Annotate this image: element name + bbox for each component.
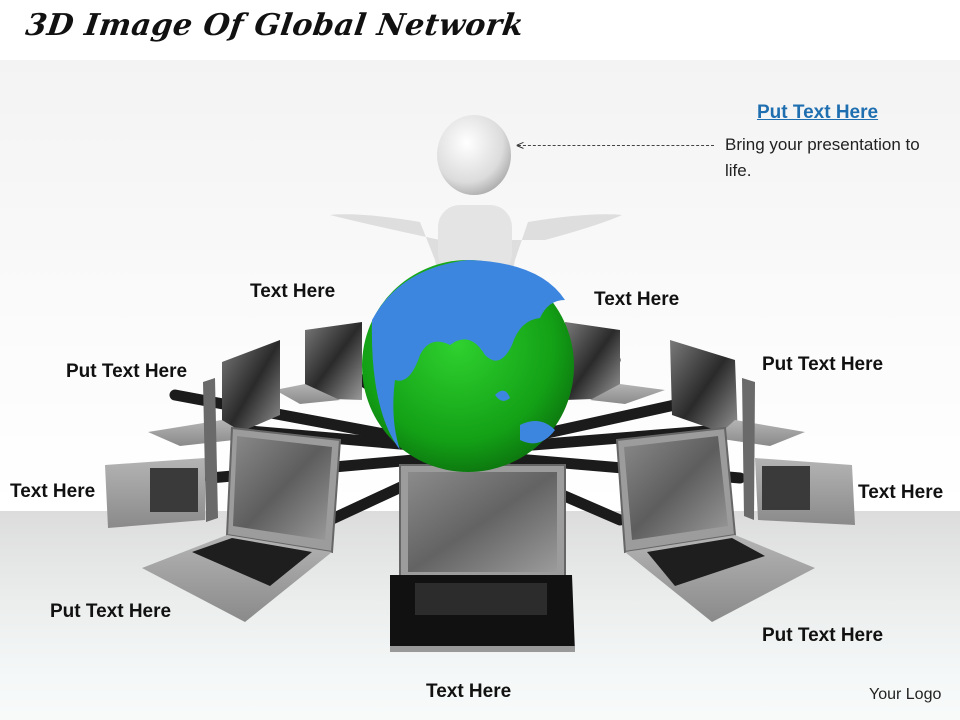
laptop-icon bbox=[670, 340, 805, 446]
label-top-right: Text Here bbox=[594, 289, 680, 310]
3d-person-figure bbox=[330, 115, 622, 285]
label-top-left: Text Here bbox=[250, 281, 336, 302]
arrow-head-icon: < bbox=[516, 137, 525, 153]
logo-placeholder: Your Logo bbox=[869, 686, 942, 703]
globe-icon bbox=[362, 260, 574, 472]
label-mid-left: Text Here bbox=[10, 481, 96, 502]
laptop-icon bbox=[742, 378, 855, 525]
label-bottom-center: Text Here bbox=[426, 681, 512, 702]
label-mid-right: Text Here bbox=[858, 482, 944, 503]
laptop-icon bbox=[142, 426, 342, 622]
label-lower-right: Put Text Here bbox=[762, 625, 884, 646]
label-upper-left: Put Text Here bbox=[66, 361, 188, 382]
dashed-arrow-icon bbox=[518, 145, 714, 146]
callout-heading[interactable]: Put Text Here bbox=[757, 102, 879, 123]
laptop-icon bbox=[105, 378, 218, 528]
laptop-icon bbox=[390, 464, 575, 652]
laptop-icon bbox=[148, 340, 280, 446]
title-bar: 3D Image Of Global Network bbox=[0, 0, 960, 60]
callout-body: Bring your presentation to life. bbox=[725, 135, 920, 180]
laptop-icon bbox=[565, 322, 665, 404]
laptop-icon bbox=[615, 426, 815, 622]
laptop-icon bbox=[275, 322, 362, 404]
label-lower-left: Put Text Here bbox=[50, 601, 172, 622]
label-upper-right: Put Text Here bbox=[762, 354, 884, 375]
